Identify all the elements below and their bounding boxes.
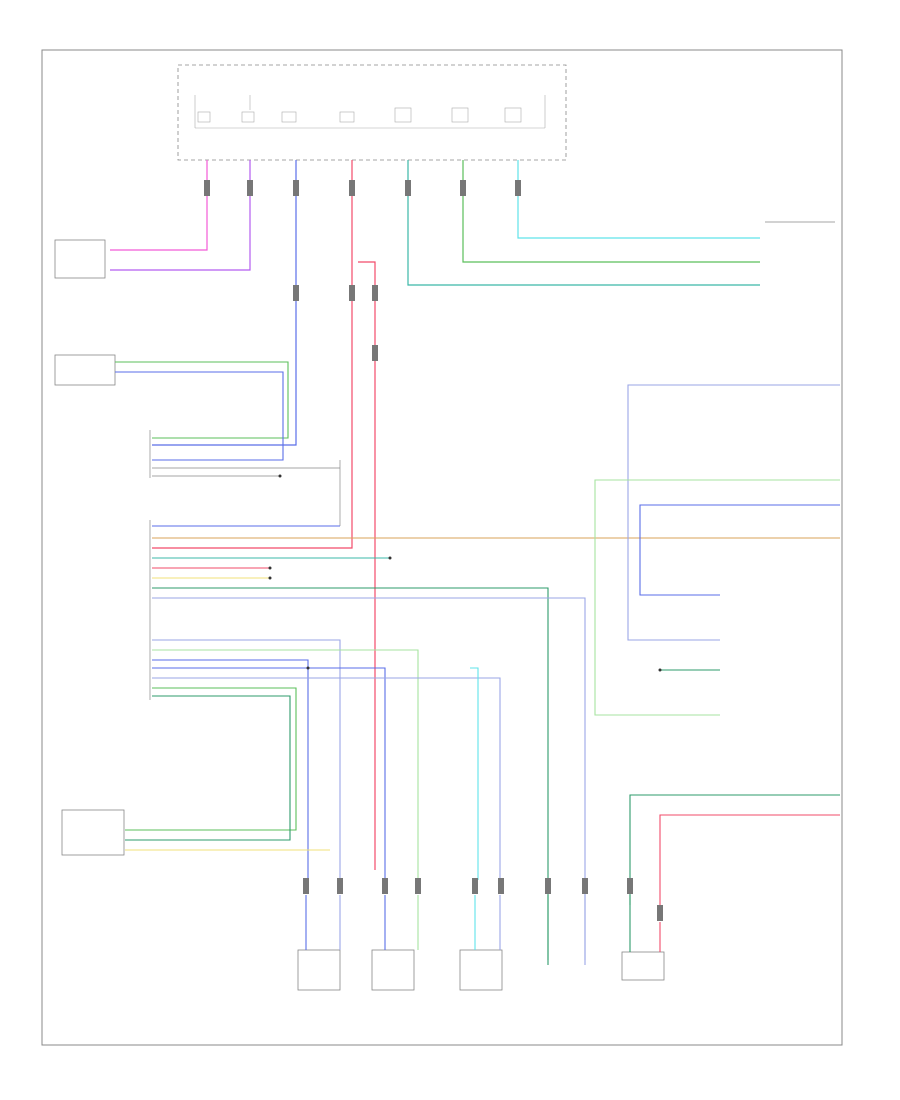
left-switch-wires [115,361,289,461]
bottom-left-sensor-box [61,809,125,856]
connector-markers [204,180,521,361]
fuse-module-internals [194,95,546,129]
diagram-frame [41,49,843,1046]
main-connector-upper [149,430,341,526]
fuse-module-box [177,64,567,161]
right-side-wires [470,384,840,905]
left-sensor-box [54,239,106,279]
module-output-wires [125,525,840,960]
bottom-connector-markers [303,878,663,921]
bottom-actuators [297,949,665,991]
splice-dots [268,474,662,672]
module-drop-wires [110,160,760,870]
left-switch-box [54,354,116,386]
actuator-terminals [305,895,661,965]
